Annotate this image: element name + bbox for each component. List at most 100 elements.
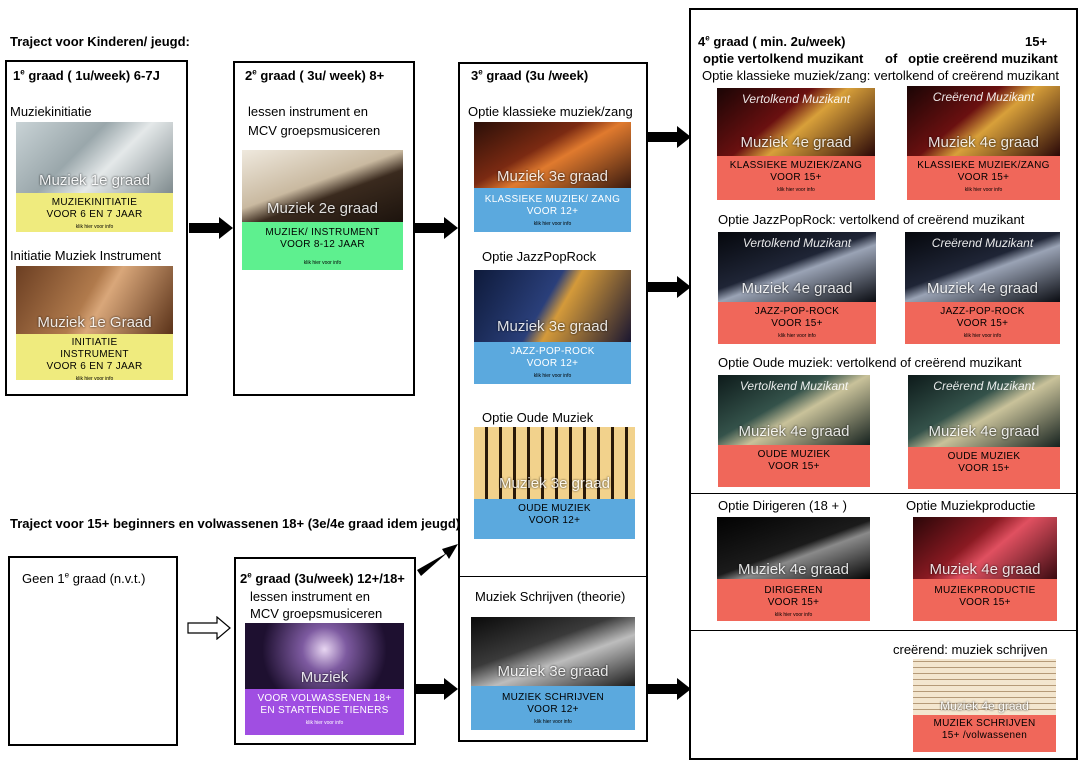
card-line-1: MUZIEK SCHRIJVEN (501, 692, 605, 703)
card-subtitle: Vertolkend Muzikant (742, 236, 852, 250)
card-klik: klik hier voor info (533, 373, 572, 379)
harpsichord-image (908, 375, 1060, 447)
card-muziek-3e-graad-oude[interactable]: Muziek 3e graad OUDE MUZIEK VOOR 12+ (474, 427, 635, 539)
grade-4-subheading: optie vertolkend muzikant of optie creër… (703, 51, 1058, 66)
harpsichord-image (474, 427, 635, 499)
grade-3-heading: 3e graad (3u /week) (471, 67, 589, 83)
grade-3-option-schrijven: Muziek Schrijven (theorie) (475, 589, 626, 604)
card-title: Muziek 3e graad (497, 168, 608, 185)
card-band: JAZZ-POP-ROCK VOOR 15+ klik hier voor in… (905, 302, 1060, 344)
card-subtitle: Creërend Muzikant (933, 379, 1035, 393)
card-title: Muziek 1e graad (39, 172, 150, 189)
card-muziek-4e-graad-oude-vertolkend[interactable]: Vertolkend Muzikant Muziek 4e graad OUDE… (718, 375, 870, 487)
card-band: MUZIEK SCHRIJVEN VOOR 12+ klik hier voor… (471, 686, 635, 730)
sheet-music-image (913, 659, 1056, 715)
synthesizer-image (913, 517, 1057, 579)
card-subtitle: Creërend Muzikant (931, 236, 1034, 250)
card-muziek-3e-graad-schrijven[interactable]: Muziek 3e graad MUZIEK SCHRIJVEN VOOR 12… (471, 617, 635, 730)
card-line-2: VOOR 8-12 JAAR (280, 239, 365, 250)
card-line-2: VOOR 15+ (771, 318, 823, 329)
card-klik: klik hier voor info (778, 333, 816, 339)
card-line-2: 15+ /volwassenen (941, 730, 1028, 741)
arrow-up-right-icon (417, 544, 458, 576)
card-title: Muziek 4e graad (741, 280, 853, 297)
card-muziek-4e-graad-jazz-creerend[interactable]: Creërend Muzikant Muziek 4e graad JAZZ-P… (905, 232, 1060, 344)
card-line-2: VOOR 15+ (956, 318, 1009, 329)
card-muziek-4e-graad-jazz-vertolkend[interactable]: Vertolkend Muzikant Muziek 4e graad JAZZ… (718, 232, 876, 344)
card-line-2: VOOR 15+ (767, 597, 820, 608)
card-line-1: KLASSIEKE MUZIEK/ ZANG (484, 194, 621, 205)
card-title: Muziek 3e graad (497, 663, 609, 680)
card-muziek-4e-graad-schrijven[interactable]: Muziek 4e graad MUZIEK SCHRIJVEN 15+ /vo… (913, 659, 1056, 752)
card-title: Muziek 4e graad (738, 423, 850, 440)
card-klik: klik hier voor info (303, 260, 342, 266)
card-muziek-4e-graad-dirigeren[interactable]: Muziek 4e graad DIRIGEREN VOOR 15+ klik … (717, 517, 870, 621)
card-band: OUDE MUZIEK VOOR 15+ (908, 447, 1060, 489)
card-title: Muziek 4e graad (928, 134, 1039, 151)
card-band: KLASSIEKE MUZIEK/ZANG VOOR 15+ klik hier… (907, 156, 1060, 200)
track-adults-label: Traject voor 15+ beginners en volwassene… (10, 516, 461, 531)
card-subtitle: Vertolkend Muzikant (739, 379, 849, 393)
card-line-1: OUDE MUZIEK (757, 449, 831, 460)
card-line-1: DIRIGEREN (764, 585, 823, 596)
card-muziek-1e-graad-initiatie[interactable]: Muziek 1e graad MUZIEKINITIATIE VOOR 6 E… (16, 122, 173, 232)
adult-grade-1-box (8, 556, 178, 746)
card-line-1: KLASSIEKE MUZIEK/ZANG (917, 160, 1050, 171)
card-title: Muziek 4e graad (738, 561, 849, 578)
violin-image (474, 122, 631, 188)
card-line-1: JAZZ-POP-ROCK (510, 346, 595, 357)
card-line-1: MUZIEKINITIATIE (51, 197, 138, 208)
card-band: INITIATIE INSTRUMENT VOOR 6 EN 7 JAAR kl… (16, 334, 173, 380)
grade-4-option-oude: Optie Oude muziek: vertolkend of creëren… (718, 355, 1022, 370)
card-line-2: VOOR 12+ (527, 704, 579, 715)
grade-4-heading: 4e graad ( min. 2u/week) (698, 33, 846, 49)
grade-4-option-creerend: creërend: muziek schrijven (893, 642, 1048, 657)
card-klik: klik hier voor info (75, 224, 114, 230)
card-line-1: INITIATIE INSTRUMENT (60, 337, 129, 360)
grade-2-heading: 2e graad ( 3u/ week) 8+ (245, 67, 385, 83)
card-line-1: JAZZ-POP-ROCK (754, 306, 840, 317)
card-line-2: VOOR 6 EN 7 JAAR (46, 361, 143, 372)
guitar-image (16, 266, 173, 334)
grade-2-desc-1: lessen instrument en (248, 104, 368, 119)
card-title: Muziek 1e Graad (37, 314, 152, 331)
card-title: Muziek 2e graad (267, 200, 378, 217)
grade-2-desc-2: MCV groepsmusiceren (248, 123, 381, 138)
piano-image (242, 150, 403, 222)
card-line-2: VOOR 12+ (528, 515, 581, 526)
card-subtitle: Creërend Muzikant (932, 90, 1035, 104)
card-muziek-4e-graad-oude-creerend[interactable]: Creërend Muzikant Muziek 4e graad OUDE M… (908, 375, 1060, 489)
grade-3-divider (459, 576, 647, 577)
card-muziek-1e-graad-instrument[interactable]: Muziek 1e Graad INITIATIE INSTRUMENT VOO… (16, 266, 173, 380)
card-band: DIRIGEREN VOOR 15+ klik hier voor info (717, 579, 870, 621)
grade-4-option-dirigeren: Optie Dirigeren (18 + ) (718, 498, 847, 513)
grade-4-age: 15+ (1025, 34, 1048, 49)
arrow-right-icon (648, 678, 691, 700)
arrow-right-icon (415, 678, 458, 700)
card-line-2: VOOR 15+ (958, 463, 1010, 474)
card-muziek-4e-graad-klassiek-vertolkend[interactable]: Vertolkend Muzikant Muziek 4e graad KLAS… (717, 88, 875, 200)
card-band: MUZIEKINITIATIE VOOR 6 EN 7 JAAR klik hi… (16, 193, 173, 232)
card-klik: klik hier voor info (305, 720, 344, 726)
card-klik: klik hier voor info (75, 376, 114, 380)
arrow-right-icon (648, 126, 691, 148)
card-line-2: VOOR 12+ (526, 358, 579, 369)
card-klik: klik hier voor info (963, 333, 1002, 339)
card-line-1: KLASSIEKE MUZIEK/ZANG (729, 160, 863, 171)
card-line-2: VOOR 15+ (957, 172, 1010, 183)
card-klik: klik hier voor info (964, 187, 1003, 193)
card-line-1: OUDE MUZIEK (947, 451, 1021, 462)
card-muziek-3e-graad-klassiek[interactable]: Muziek 3e graad KLASSIEKE MUZIEK/ ZANG V… (474, 122, 631, 232)
card-muziek-4e-graad-klassiek-creerend[interactable]: Creërend Muzikant Muziek 4e graad KLASSI… (907, 86, 1060, 200)
card-muziek-2e-graad[interactable]: Muziek 2e graad MUZIEK/ INSTRUMENT VOOR … (242, 150, 403, 270)
card-title: Muziek 4e graad (940, 699, 1029, 713)
card-title: Muziek 3e graad (497, 318, 608, 335)
card-band: OUDE MUZIEK VOOR 12+ (474, 499, 635, 539)
card-muziek-3e-graad-jazz[interactable]: Muziek 3e graad JAZZ-POP-ROCK VOOR 12+ k… (474, 270, 631, 384)
card-muziek-4e-graad-productie[interactable]: Muziek 4e graad MUZIEKPRODUCTIE VOOR 15+ (913, 517, 1057, 621)
card-band: MUZIEK SCHRIJVEN 15+ /volwassenen (913, 715, 1056, 752)
card-muziek-volwassenen[interactable]: Muziek VOOR VOLWASSENEN 18+ EN STARTENDE… (245, 623, 404, 735)
card-band: KLASSIEKE MUZIEK/ZANG VOOR 15+ klik hier… (717, 156, 875, 200)
adult-grade-2-desc-1: lessen instrument en (250, 589, 370, 604)
card-line-1: JAZZ-POP-ROCK (940, 306, 1025, 317)
